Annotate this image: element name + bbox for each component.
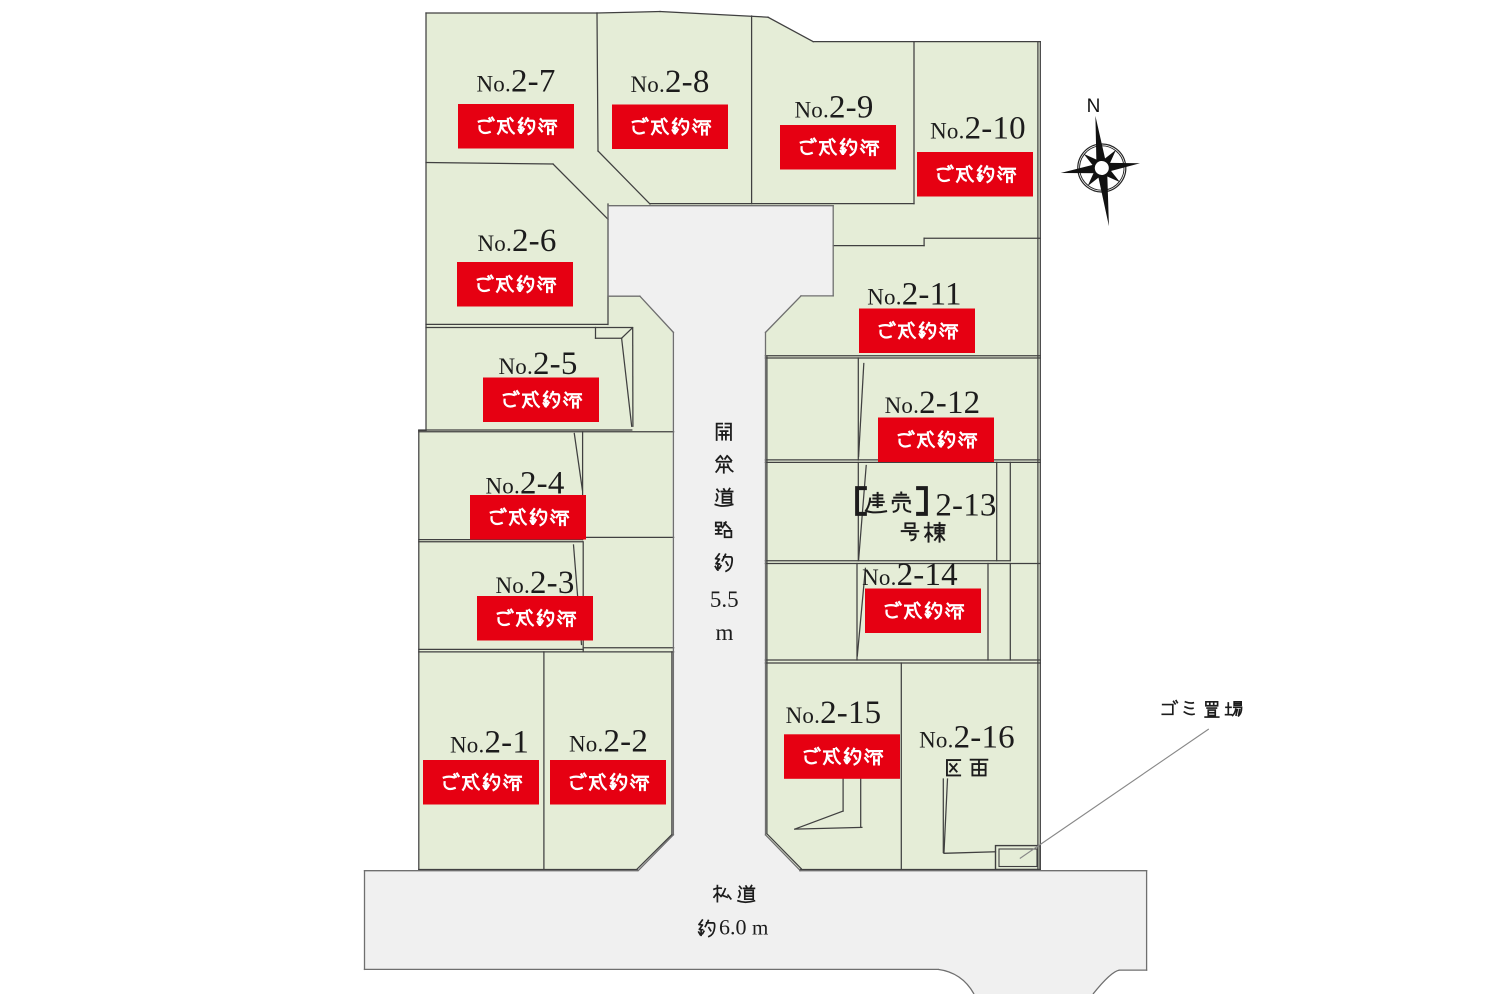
svg-text:6.0: 6.0	[719, 915, 747, 940]
svg-text:No.2-6: No.2-6	[477, 223, 556, 259]
svg-text:2-13: 2-13	[935, 488, 996, 524]
svg-text:No.2-16: No.2-16	[919, 720, 1015, 756]
svg-text:No.2-10: No.2-10	[930, 111, 1026, 147]
svg-text:No.2-5: No.2-5	[498, 346, 577, 382]
svg-text:m: m	[752, 916, 768, 940]
svg-text:5.5: 5.5	[710, 587, 739, 612]
svg-text:No.2-9: No.2-9	[794, 90, 873, 126]
svg-text:m: m	[716, 620, 734, 645]
svg-text:No.2-4: No.2-4	[485, 466, 564, 502]
svg-text:N: N	[1087, 96, 1101, 117]
svg-text:No.2-12: No.2-12	[885, 385, 981, 421]
